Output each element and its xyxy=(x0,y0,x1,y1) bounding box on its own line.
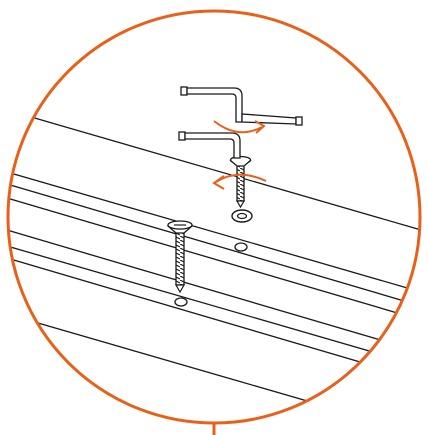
rotation-arrow-lower xyxy=(212,173,267,190)
pilot-hole-front xyxy=(174,297,188,307)
allen-key-lower xyxy=(178,131,241,159)
allen-key-upper xyxy=(180,86,303,126)
upper-rail xyxy=(8,107,420,323)
pilot-hole-rear xyxy=(234,242,248,252)
washer xyxy=(231,209,253,223)
magnified-detail xyxy=(8,86,420,423)
screw-hanging xyxy=(229,155,252,209)
rotation-arrow-upper xyxy=(213,120,266,134)
lower-rail xyxy=(8,227,420,423)
screw-inserted xyxy=(166,220,194,294)
